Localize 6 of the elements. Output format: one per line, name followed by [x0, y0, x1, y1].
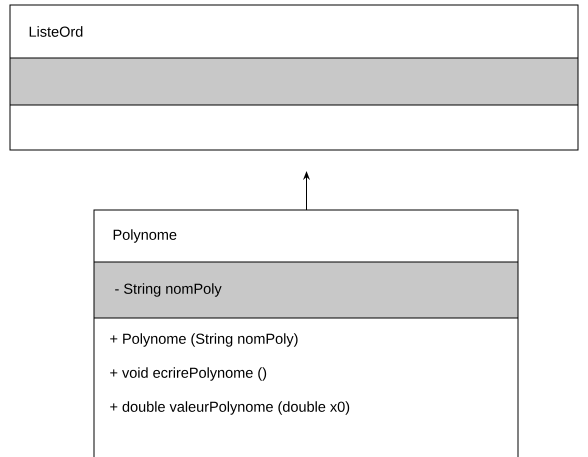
node-label: + void ecrirePolynome () [110, 367, 266, 381]
node-label: + Polynome (String nomPoly) [110, 333, 298, 347]
class-box: Polynome - String nomPoly + Polynome (String nomPoly) + void ecrirePolynome () + double valeurPolynome (double x0) [94, 210, 518, 457]
node-label: + double valeurPolynome (double x0) [110, 401, 350, 415]
class-box: ListeOrd [10, 4, 578, 150]
node-label: Polynome [114, 229, 176, 243]
